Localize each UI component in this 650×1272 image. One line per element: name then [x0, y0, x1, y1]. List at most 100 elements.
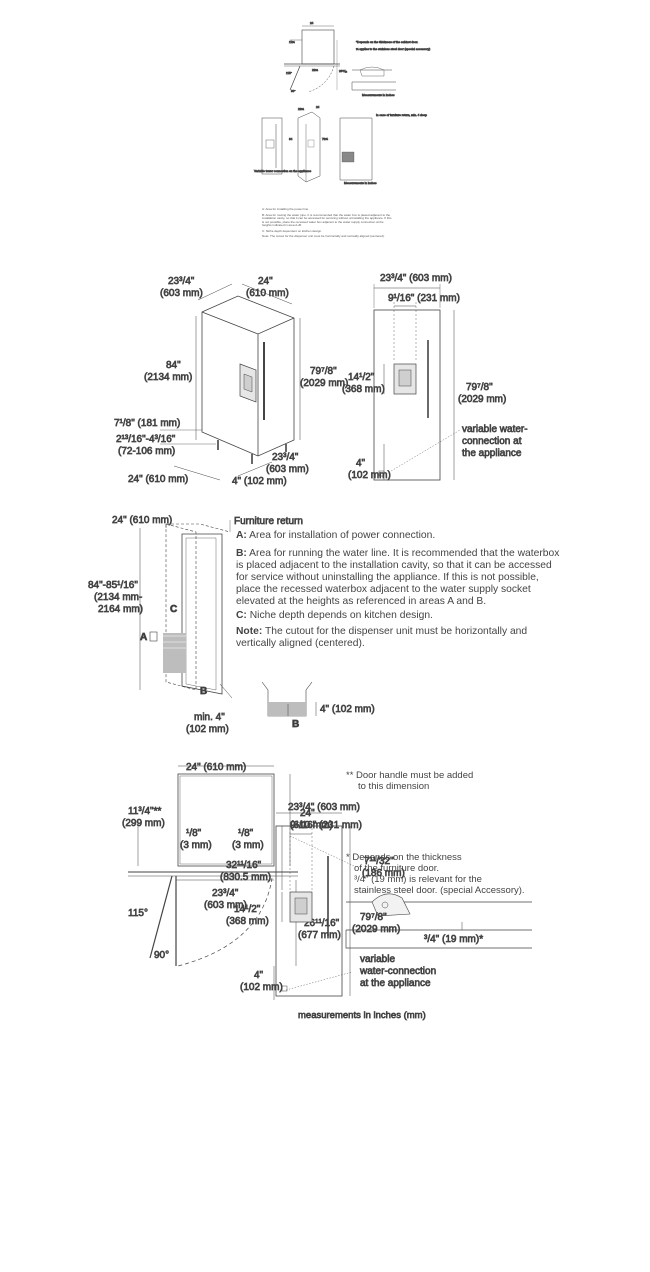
svg-text:variable water-: variable water-: [462, 424, 528, 435]
svg-text:(603 mm): (603 mm): [204, 900, 247, 911]
svg-text:24" (610 mm): 24" (610 mm): [186, 762, 246, 773]
svg-text:(102 mm): (102 mm): [240, 982, 283, 993]
svg-text:7¹¹/32": 7¹¹/32": [364, 856, 394, 867]
svg-text:2164 mm): 2164 mm): [98, 604, 143, 615]
svg-text:11¾: 11¾: [289, 40, 295, 44]
svg-text:84"-85¹/16": 84"-85¹/16": [88, 580, 138, 591]
svg-text:Furniture return: Furniture return: [234, 516, 303, 527]
svg-text:C: C: [170, 604, 177, 615]
note-c: C: Niche depth depends on kitchen design…: [236, 610, 433, 621]
svg-text:Measurements in inches: Measurements in inches: [344, 181, 377, 185]
svg-text:(677 mm): (677 mm): [298, 930, 341, 941]
small-note-a: A: Area for installing the power line.: [262, 207, 310, 211]
svg-text:In case of furniture return, m: In case of furniture return, min. 4 deep: [376, 113, 427, 117]
svg-text:¹/8": ¹/8": [238, 828, 254, 839]
svg-text:*Depends on the thickness of t: *Depends on the thickness of the cabinet…: [356, 40, 418, 44]
svg-text:(3 mm): (3 mm): [232, 840, 264, 851]
svg-text:min. 4": min. 4": [194, 712, 225, 723]
fig2-appliance-front: 23³/4" (603 mm) 9¹/16" (231 mm) 14¹/2" (…: [342, 273, 528, 482]
svg-text:(2134 mm-: (2134 mm-: [94, 592, 142, 603]
svg-text:115°: 115°: [128, 908, 148, 919]
svg-text:(368 mm): (368 mm): [226, 916, 269, 927]
svg-text:(2029 mm): (2029 mm): [458, 394, 506, 405]
svg-text:(603 mm): (603 mm): [266, 464, 309, 475]
svg-text:(368 mm): (368 mm): [342, 384, 385, 395]
svg-text:(299 mm): (299 mm): [122, 818, 165, 829]
fig1-appliance-3d: 23³/4" (603 mm) 24" (610 mm) 84" (2134 m…: [114, 276, 349, 488]
svg-text:(610 mm): (610 mm): [246, 288, 289, 299]
svg-text:24: 24: [316, 105, 320, 109]
thumb-overview: Variable water connection on the applian…: [254, 105, 428, 186]
svg-text:115°: 115°: [286, 71, 293, 75]
svg-text:(2134 mm): (2134 mm): [144, 372, 192, 383]
svg-text:9¹/16" (231 mm): 9¹/16" (231 mm): [388, 293, 460, 304]
thumb-door-swing: 24 11¾ 23¾ 26¹¹⁄₁₆ 115° 90° *Depends on …: [284, 21, 431, 97]
svg-text:(2029 mm): (2029 mm): [300, 378, 348, 389]
fig5-appliance-front: 23³/4" (603 mm) 9¹/16" (231 mm) 32¹¹/16"…: [220, 802, 437, 1022]
note-dispenser: Note: The cutout for the dispenser unit …: [236, 626, 528, 649]
svg-text:90°: 90°: [154, 950, 169, 961]
svg-text:(830.5 mm): (830.5 mm): [220, 872, 271, 883]
svg-text:26¹¹⁄₁₆: 26¹¹⁄₁₆: [339, 69, 348, 73]
svg-text:the appliance: the appliance: [462, 448, 522, 459]
svg-text:4": 4": [356, 458, 366, 469]
svg-text:84: 84: [289, 137, 293, 141]
svg-text:24": 24": [300, 808, 315, 819]
svg-text:Variable water connection on t: Variable water connection on the applian…: [254, 169, 311, 173]
svg-text:23¾: 23¾: [298, 107, 304, 111]
svg-text:(603 mm): (603 mm): [160, 288, 203, 299]
small-note-b: B: Area for routing the water pipe. It i…: [262, 212, 392, 227]
svg-text:B: B: [200, 686, 207, 697]
svg-text:32¹¹/16": 32¹¹/16": [226, 860, 262, 871]
svg-text:24" (610 mm): 24" (610 mm): [128, 474, 188, 485]
svg-text:79⅞: 79⅞: [322, 137, 328, 141]
svg-text:24: 24: [310, 21, 314, 25]
note-b: B: Area for running the water line. It i…: [236, 548, 560, 607]
note-a: A: Area for installation of power connec…: [236, 530, 436, 541]
svg-text:79⁷/8": 79⁷/8": [466, 382, 493, 393]
svg-text:variable: variable: [360, 954, 395, 965]
svg-text:79⁷/8": 79⁷/8": [310, 366, 337, 377]
fig4-door-swing: 24" (610 mm) 11³/4"** (299 mm) ¹/8" (3 m…: [122, 762, 532, 967]
small-note-note: Note: The cutout for the dispenser unit …: [262, 234, 385, 238]
svg-text:(610 mm): (610 mm): [290, 820, 333, 831]
svg-text:79⁷/8": 79⁷/8": [360, 912, 387, 923]
svg-text:measurements in inches (mm): measurements in inches (mm): [298, 1010, 426, 1021]
svg-text:(102 mm): (102 mm): [186, 724, 229, 735]
svg-text:A: A: [140, 632, 147, 643]
fig3-niche: 24" (610 mm) Furniture return 84"-85¹/16…: [88, 515, 375, 736]
svg-text:(2029 mm): (2029 mm): [352, 924, 400, 935]
small-notes: A: Area for installing the power line. B…: [262, 207, 392, 241]
svg-text:23³/4" (603 mm): 23³/4" (603 mm): [288, 802, 360, 813]
svg-text:B: B: [292, 719, 299, 730]
svg-text:9¹/16" (231 mm): 9¹/16" (231 mm): [290, 820, 362, 831]
svg-text:(3 mm): (3 mm): [180, 840, 212, 851]
svg-text:4": 4": [254, 970, 264, 981]
svg-text:4" (102 mm): 4" (102 mm): [232, 476, 287, 487]
svg-text:23³/4" (603 mm): 23³/4" (603 mm): [380, 273, 452, 284]
svg-text:23³/4": 23³/4": [168, 276, 195, 287]
installation-notes: A: Area for installation of power connec…: [236, 530, 566, 652]
svg-text:24": 24": [258, 276, 273, 287]
thickness-note: * Depends on the thickness of the furnit…: [346, 852, 525, 896]
svg-text:(186 mm): (186 mm): [362, 868, 405, 879]
svg-text:water-connection: water-connection: [359, 966, 436, 977]
svg-text:14¹/2": 14¹/2": [348, 372, 375, 383]
svg-text:84": 84": [166, 360, 181, 371]
svg-text:24" (610 mm): 24" (610 mm): [112, 515, 172, 526]
svg-text:2¹³/16"-4³/16": 2¹³/16"-4³/16": [116, 434, 176, 445]
svg-text:7¹/8" (181 mm): 7¹/8" (181 mm): [114, 418, 180, 429]
svg-text:Measurements in inches: Measurements in inches: [362, 93, 395, 97]
svg-text:23¾: 23¾: [312, 68, 318, 72]
svg-text:(72-106 mm): (72-106 mm): [118, 446, 175, 457]
svg-text:26¹¹/16": 26¹¹/16": [304, 918, 340, 929]
svg-text:¹/8": ¹/8": [186, 828, 202, 839]
handle-note: ** Door handle must be added to this dim…: [346, 770, 474, 792]
svg-text:(102 mm): (102 mm): [348, 470, 391, 481]
small-note-c: C: Niche depth dependent on kitchen desi…: [262, 228, 322, 233]
svg-text:¾ applies to the stainless ste: ¾ applies to the stainless steel door (s…: [356, 47, 430, 51]
svg-text:23³/4": 23³/4": [272, 452, 299, 463]
svg-text:connection at: connection at: [462, 436, 522, 447]
